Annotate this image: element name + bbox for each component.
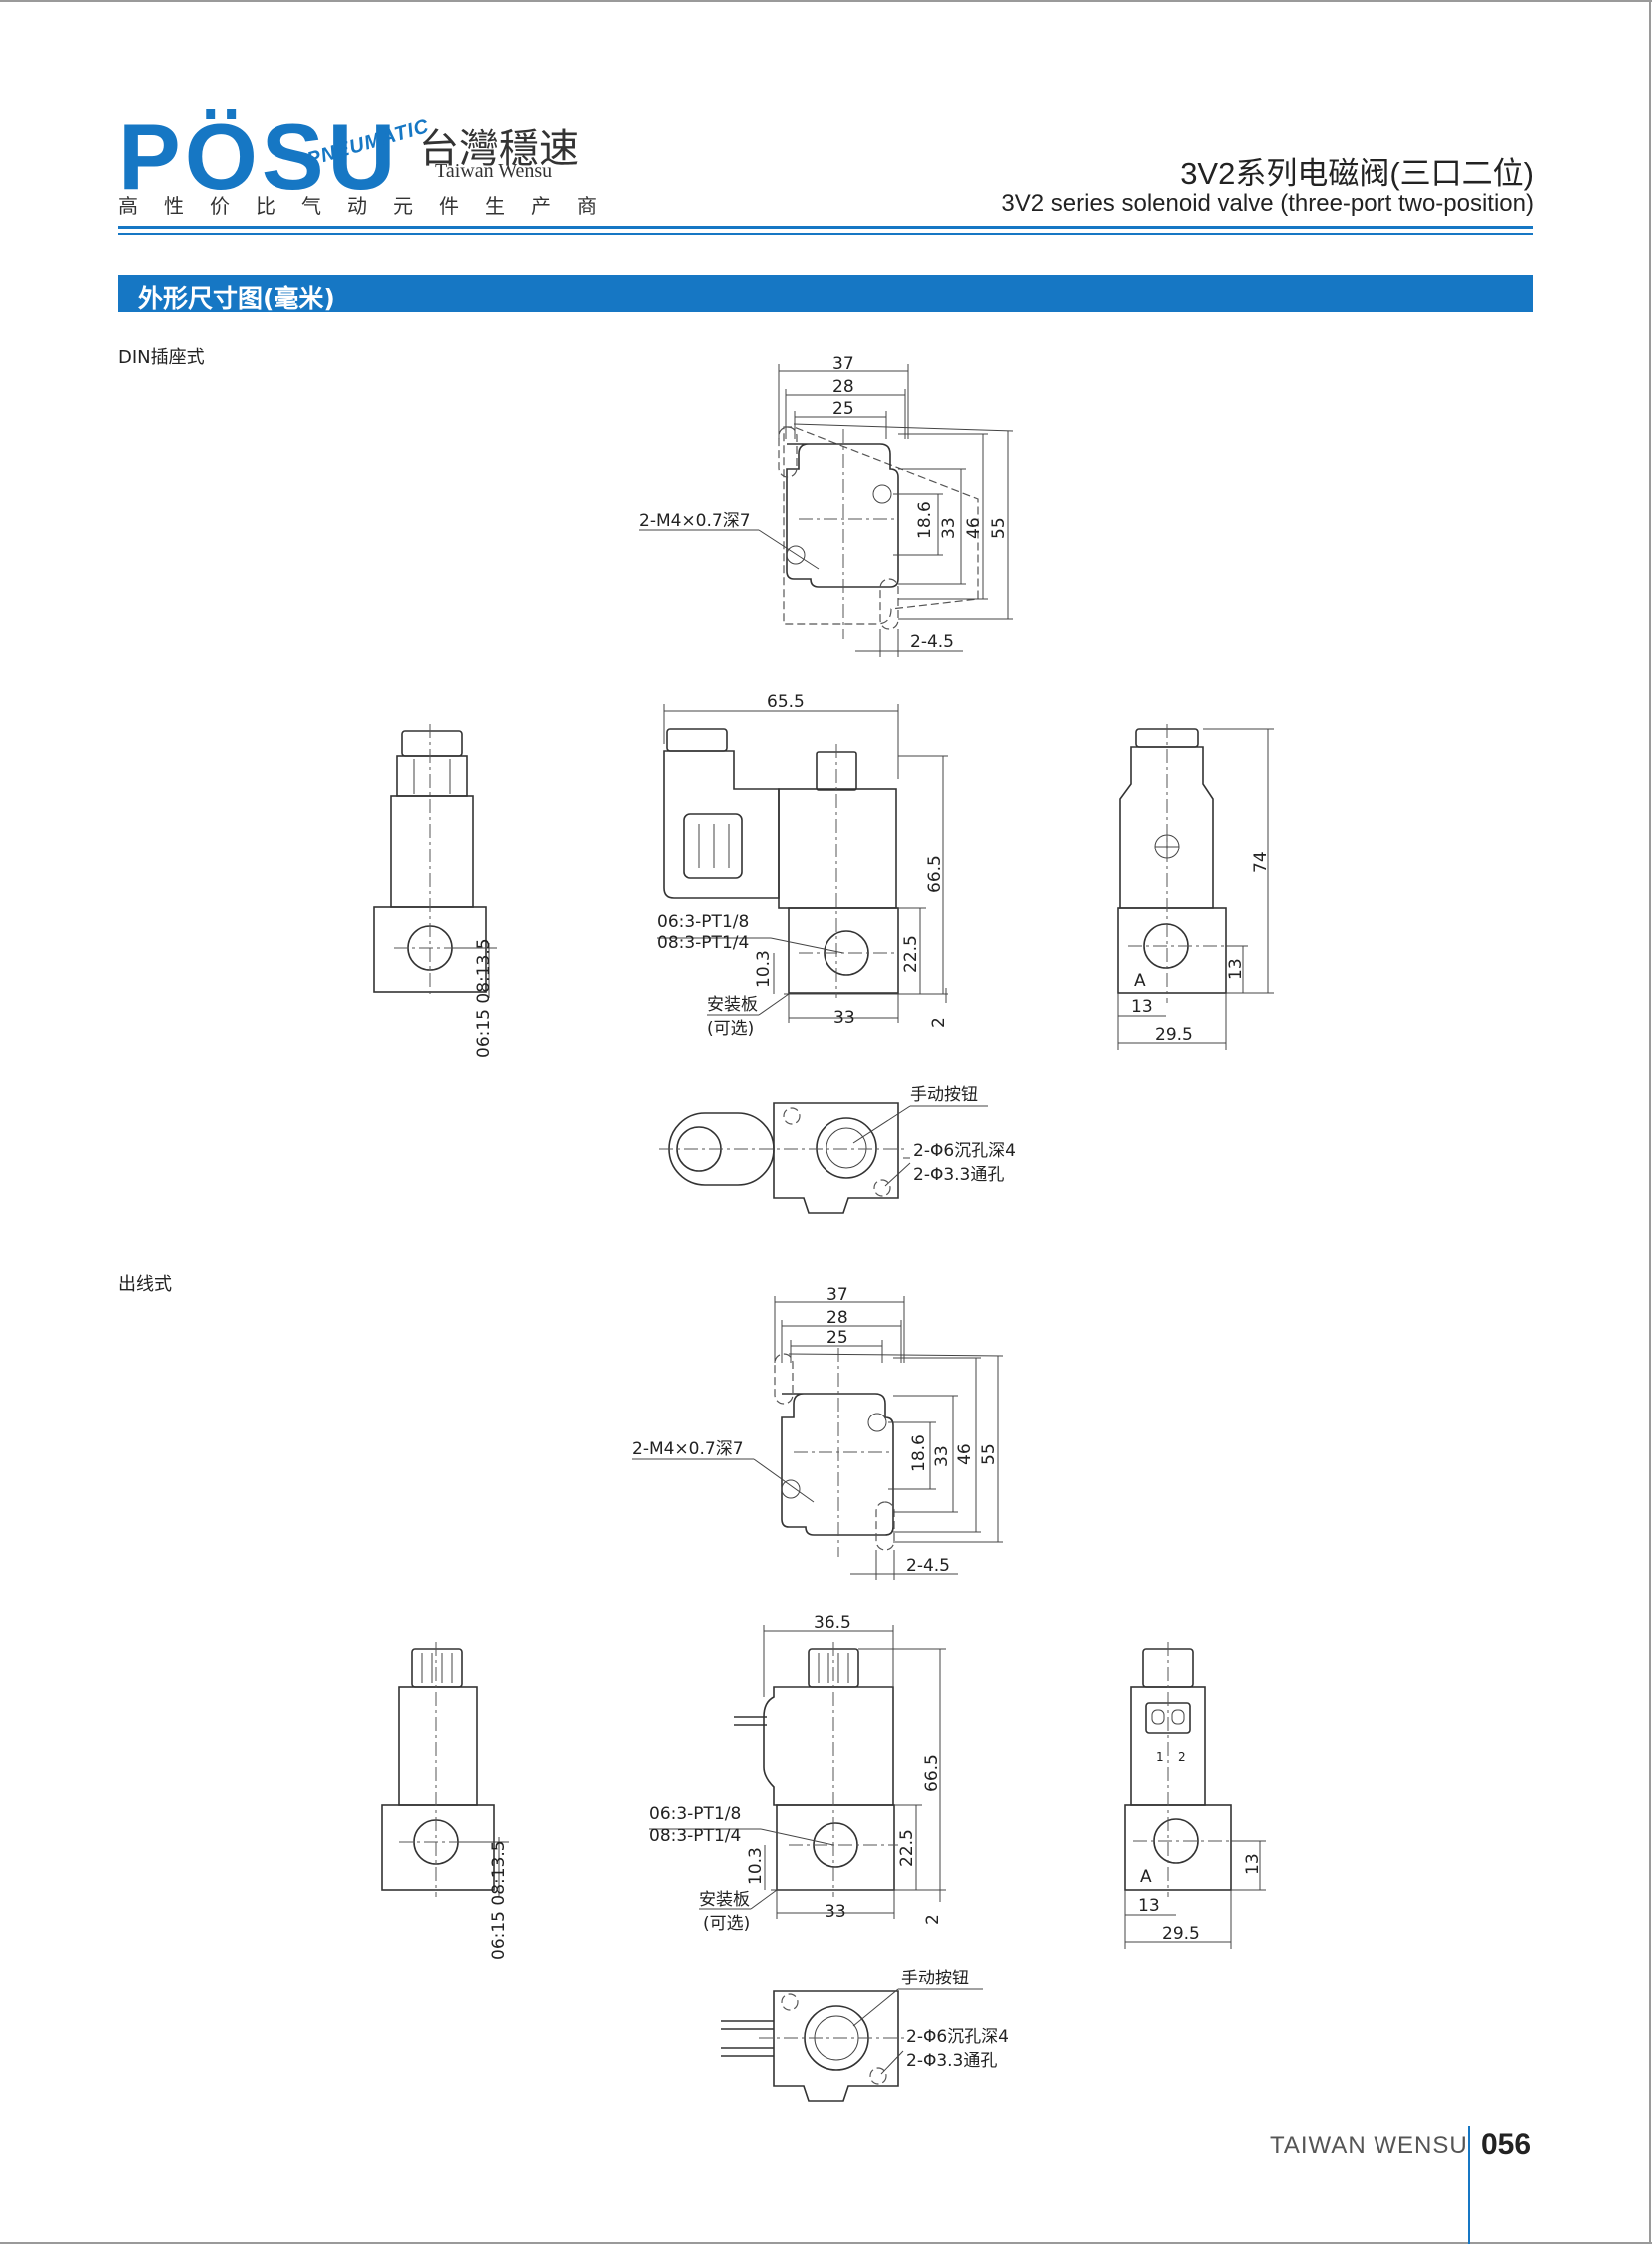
page-frame-bottom — [0, 2242, 1652, 2244]
din-top-view: 37 28 25 18.6 33 46 55 2-M4×0.7深7 2-4.5 — [639, 354, 1014, 657]
header-rule — [118, 226, 1533, 229]
din-front-base: 33 — [833, 1008, 855, 1028]
wire-manual-button: 手动按钮 — [901, 1969, 969, 1988]
din-right-view: A 74 13 13 29.5 — [1117, 724, 1274, 1050]
wire-right-view: 1 2 A 13 13 29.5 — [1124, 1642, 1266, 1949]
wire-right-width: 29.5 — [1162, 1924, 1200, 1944]
footer-brand: TAIWAN WENSU — [1270, 2132, 1468, 2159]
din-manual-button: 手动按钮 — [910, 1085, 978, 1105]
wire-dim-55: 55 — [979, 1443, 999, 1465]
din-front-width: 65.5 — [767, 692, 805, 712]
din-plate-label: 安装板 — [707, 995, 758, 1015]
brand-name-cn: 台灣穩速 — [419, 126, 579, 172]
thread-callout: 2-M4×0.7深7 — [639, 511, 751, 531]
din-hole-spec-1: 2-Φ6沉孔深4 — [913, 1141, 1016, 1161]
wire-right-port-h: 13 — [1243, 1853, 1263, 1875]
wire-plate-label: 安装板 — [699, 1890, 750, 1910]
page-frame-top — [0, 0, 1652, 2]
wire-port-mark: A — [1140, 1867, 1152, 1887]
din-right-height: 74 — [1251, 851, 1271, 873]
wire-plate-optional: (可选) — [703, 1914, 750, 1934]
din-front-height: 66.5 — [925, 855, 945, 893]
footer-separator — [1468, 2126, 1470, 2244]
dim-33: 33 — [939, 517, 959, 539]
wire-dim-37: 37 — [826, 1285, 848, 1305]
dim-25: 25 — [832, 399, 854, 419]
wire-front-plate: 2 — [923, 1914, 943, 1925]
din-front-d1: 10.3 — [754, 950, 774, 988]
din-left-port-dims: 06:15 08:13.5 — [474, 938, 494, 1058]
din-bottom-view: 手动按钮 2-Φ6沉孔深4 2-Φ3.3通孔 — [659, 1085, 1016, 1214]
page-title-cn: 3V2系列电磁阀(三口二位) — [1180, 156, 1534, 191]
wire-right-port-x: 13 — [1138, 1896, 1160, 1916]
din-front-view: 65.5 66.5 22.5 10.3 33 2 06:3-PT1/8 08:3… — [657, 692, 949, 1039]
wire-front-d1: 10.3 — [746, 1847, 766, 1885]
variant-label-din: DIN插座式 — [118, 347, 205, 368]
wire-dim-28: 28 — [826, 1308, 848, 1328]
wire-hole-spec-1: 2-Φ6沉孔深4 — [906, 2027, 1009, 2047]
din-left-view: 06:15 08:13.5 — [373, 724, 497, 1058]
wire-front-base: 33 — [825, 1902, 846, 1922]
din-right-port-h: 13 — [1226, 958, 1246, 980]
page-frame-right — [1649, 0, 1651, 2244]
din-plate-optional: (可选) — [707, 1019, 754, 1039]
section-title: 外形尺寸图(毫米) — [138, 284, 335, 313]
wire-dim-18-6: 18.6 — [909, 1434, 929, 1472]
wire-thread-callout: 2-M4×0.7深7 — [632, 1439, 744, 1459]
wire-dim-33: 33 — [932, 1445, 952, 1467]
wire-hole-spec-2: 2-Φ3.3通孔 — [906, 2051, 997, 2071]
wire-left-port-dims: 06:15 08:13.5 — [489, 1840, 509, 1960]
wire-pin-1: 1 — [1156, 1750, 1164, 1764]
wire-front-height: 66.5 — [922, 1754, 942, 1792]
tagline: 高性价比气动元件生产商 — [118, 194, 623, 218]
wire-front-d2: 22.5 — [897, 1829, 917, 1867]
din-port-mark: A — [1134, 971, 1146, 991]
slot-callout: 2-4.5 — [910, 632, 954, 652]
din-front-plate: 2 — [929, 1017, 949, 1028]
dim-55: 55 — [989, 517, 1009, 539]
wire-front-view: 36.5 66.5 22.5 10.3 33 2 06:3-PT1/8 08:3… — [649, 1613, 946, 1934]
dim-46: 46 — [964, 517, 984, 539]
wire-pin-2: 2 — [1178, 1750, 1186, 1764]
wire-dim-25: 25 — [826, 1328, 848, 1348]
page-number: 056 — [1481, 2128, 1532, 2161]
brand-name-en: Taiwan Wensu — [435, 160, 553, 182]
dim-18-6: 18.6 — [915, 501, 935, 539]
dim-37: 37 — [832, 354, 854, 374]
din-front-d2: 22.5 — [901, 935, 921, 973]
din-right-width: 29.5 — [1155, 1025, 1193, 1045]
wire-port-1: 06:3-PT1/8 — [649, 1804, 741, 1824]
wire-dim-46: 46 — [955, 1443, 975, 1465]
dim-28: 28 — [832, 377, 854, 397]
logo-mark: PÖSU — [118, 104, 400, 209]
wire-slot-callout: 2-4.5 — [906, 1556, 950, 1576]
brand-logo: PÖSU PNEUMATIC 台灣穩速 Taiwan Wensu — [118, 104, 579, 209]
section-bar — [118, 275, 1533, 312]
din-port-1: 06:3-PT1/8 — [657, 912, 749, 932]
variant-label-wire: 出线式 — [118, 1274, 172, 1295]
din-right-port-x: 13 — [1131, 997, 1153, 1017]
wire-top-view: 37 28 25 18.6 33 46 55 2-M4×0.7深7 2-4.5 — [632, 1285, 1004, 1580]
wire-left-view: 06:15 08:13.5 — [381, 1642, 509, 1960]
page-title-en: 3V2 series solenoid valve (three-port tw… — [1001, 190, 1534, 217]
wire-front-width: 36.5 — [814, 1613, 851, 1633]
din-hole-spec-2: 2-Φ3.3通孔 — [913, 1165, 1004, 1185]
wire-bottom-view: 手动按钮 2-Φ6沉孔深4 2-Φ3.3通孔 — [721, 1969, 1009, 2102]
din-port-2: 08:3-PT1/4 — [657, 933, 749, 953]
header-rule-thin — [118, 233, 1533, 235]
wire-port-2: 08:3-PT1/4 — [649, 1826, 741, 1846]
